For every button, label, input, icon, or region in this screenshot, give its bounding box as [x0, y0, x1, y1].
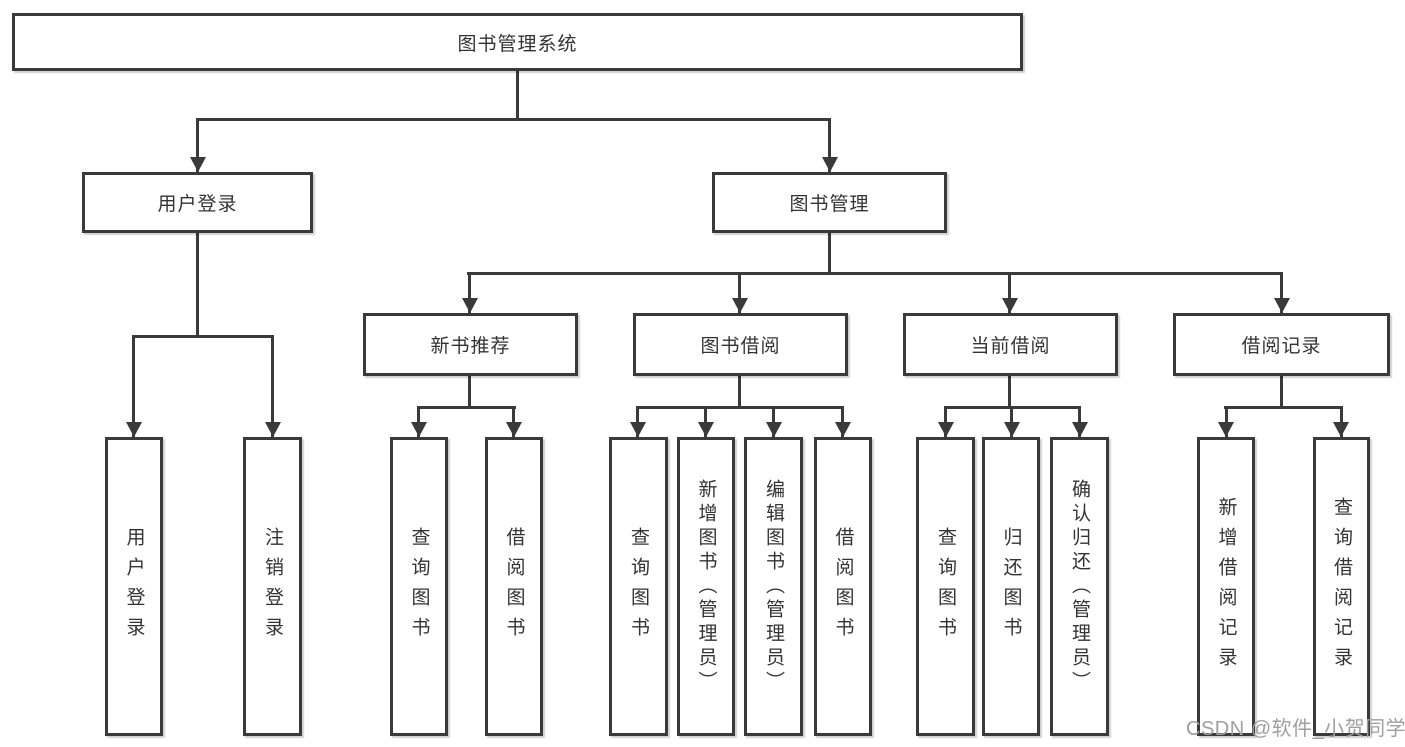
connector-line	[828, 118, 831, 172]
connector-line	[828, 233, 831, 275]
node-label: 图书借阅	[700, 336, 781, 357]
watermark: CSDN @软件_小贺同学	[1186, 718, 1405, 740]
node-user-login: 用户登录	[82, 172, 313, 233]
node-label: 确认归还（管理员）	[1069, 478, 1090, 695]
connector-line	[196, 118, 199, 172]
node-leaf-return-books: 归还图书	[982, 437, 1040, 736]
node-book-management-system: 图书管理系统	[12, 13, 1023, 71]
node-label: 新增图书（管理员）	[695, 478, 717, 695]
arrowhead-down	[822, 157, 838, 172]
arrowhead-down	[411, 422, 427, 437]
node-label: 归还图书	[1000, 526, 1022, 647]
node-leaf-edit-books-admin: 编辑图书（管理员）	[744, 437, 803, 736]
node-label: 编辑图书（管理员）	[763, 478, 784, 695]
connector-line	[636, 406, 639, 437]
arrowhead-down	[1333, 422, 1349, 437]
node-leaf-query-books-3: 查询图书	[916, 437, 975, 736]
node-book-borrow: 图书借阅	[633, 313, 848, 376]
node-label: 借阅图书	[503, 526, 525, 647]
node-label: 新增借阅记录	[1215, 496, 1237, 677]
node-leaf-logout: 注销登录	[243, 437, 302, 736]
connector-line	[417, 406, 420, 437]
connector-line	[1280, 376, 1283, 409]
node-leaf-borrow-books-1: 借阅图书	[485, 437, 543, 736]
arrowhead-down	[1002, 298, 1018, 313]
connector-line	[467, 272, 1283, 275]
connector-line	[738, 272, 741, 313]
connector-line	[512, 406, 515, 437]
node-label: 新书推荐	[430, 336, 511, 357]
node-label: 查询图书	[628, 526, 649, 647]
connector-line	[271, 335, 274, 437]
connector-line	[738, 376, 741, 409]
node-leaf-confirm-return-admin: 确认归还（管理员）	[1050, 437, 1109, 736]
arrowhead-down	[1072, 422, 1088, 437]
connector-line	[1224, 406, 1342, 409]
node-label: 借阅图书	[832, 526, 854, 647]
arrowhead-down	[462, 298, 478, 313]
arrowhead-down	[938, 422, 954, 437]
arrowhead-down	[1274, 298, 1290, 313]
connector-line	[1280, 272, 1283, 313]
node-leaf-query-books-2: 查询图书	[609, 437, 668, 736]
node-book-management: 图书管理	[712, 172, 947, 233]
node-leaf-user-login: 用户登录	[105, 437, 163, 736]
arrowhead-down	[630, 422, 646, 437]
node-label: 用户登录	[123, 526, 145, 647]
arrowhead-down	[766, 422, 782, 437]
node-leaf-add-borrow-record: 新增借阅记录	[1197, 437, 1255, 736]
connector-line	[417, 406, 516, 409]
node-new-book-recommend: 新书推荐	[363, 313, 578, 376]
connector-line	[196, 233, 199, 338]
node-borrow-records: 借阅记录	[1173, 313, 1390, 376]
connector-line	[132, 335, 135, 437]
node-leaf-query-borrow-record: 查询借阅记录	[1313, 437, 1370, 736]
connector-line	[704, 406, 707, 437]
node-label: 查询图书	[408, 526, 430, 647]
arrowhead-down	[190, 157, 206, 172]
connector-line	[516, 71, 519, 119]
node-leaf-query-books-1: 查询图书	[390, 437, 448, 736]
node-label: 借阅记录	[1241, 336, 1322, 357]
node-leaf-borrow-books-2: 借阅图书	[814, 437, 872, 736]
connector-line	[1078, 406, 1081, 437]
connector-line	[636, 406, 844, 409]
arrowhead-down	[126, 422, 142, 437]
arrowhead-down	[698, 422, 714, 437]
connector-line	[1008, 376, 1011, 409]
node-leaf-add-books-admin: 新增图书（管理员）	[677, 437, 735, 736]
connector-line	[468, 376, 471, 409]
node-label: 图书管理系统	[457, 33, 578, 55]
connector-line	[772, 406, 775, 437]
connector-line	[196, 118, 831, 121]
connector-line	[132, 335, 274, 338]
connector-line	[1008, 272, 1011, 313]
connector-line	[468, 272, 471, 313]
node-current-borrow: 当前借阅	[903, 313, 1118, 376]
node-label: 查询借阅记录	[1331, 496, 1352, 677]
connector-line	[944, 406, 947, 437]
connector-line	[841, 406, 844, 437]
connector-line	[1340, 406, 1343, 437]
node-label: 图书管理	[789, 194, 870, 215]
arrowhead-down	[1004, 422, 1020, 437]
arrowhead-down	[265, 422, 281, 437]
node-label: 用户登录	[157, 194, 238, 215]
node-label: 查询图书	[935, 526, 956, 647]
connector-line	[1225, 406, 1228, 437]
node-label: 当前借阅	[970, 336, 1051, 357]
connector-line	[1010, 406, 1013, 437]
arrowhead-down	[835, 422, 851, 437]
arrowhead-down	[732, 298, 748, 313]
arrowhead-down	[506, 422, 522, 437]
node-label: 注销登录	[262, 526, 283, 647]
arrowhead-down	[1218, 422, 1234, 437]
